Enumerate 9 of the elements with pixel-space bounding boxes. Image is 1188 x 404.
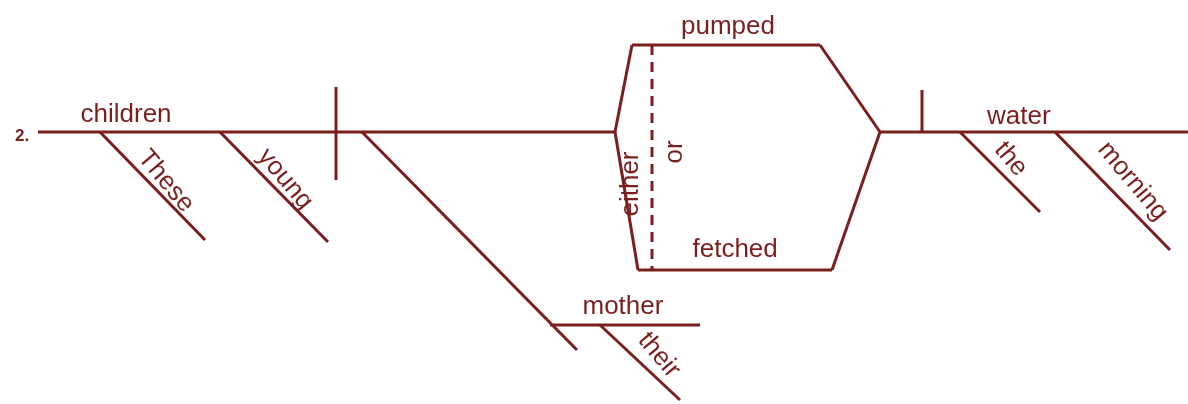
word-label: their xyxy=(633,326,686,382)
word-label: children xyxy=(80,100,172,126)
word-label: or xyxy=(659,140,686,164)
word-label: water xyxy=(987,102,1051,128)
word-label: pumped xyxy=(681,12,775,38)
word-label: the xyxy=(990,135,1034,181)
word-label: mother xyxy=(582,292,664,318)
item-number: 2. xyxy=(15,126,30,144)
word-label: fetched xyxy=(692,235,778,261)
